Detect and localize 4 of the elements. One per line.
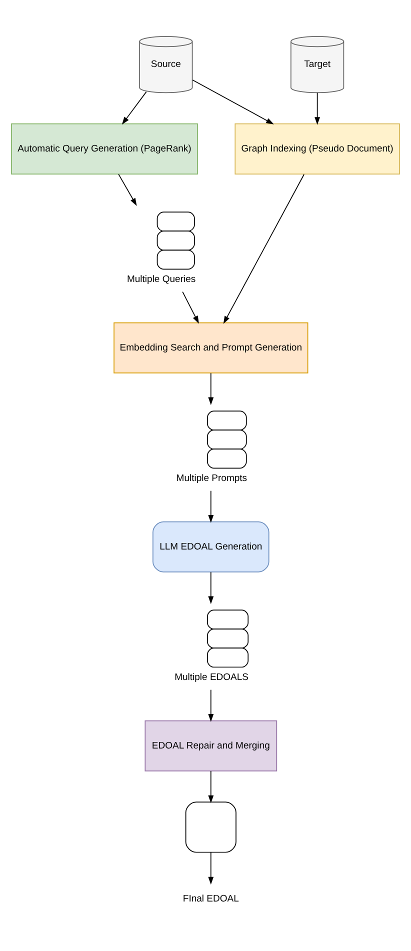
node-text: FInal EDOAL: [182, 893, 239, 904]
node-label: Multiple Prompts: [176, 472, 248, 484]
node-label: Multiple EDOALS: [174, 672, 248, 683]
node-label: Multiple Queries: [126, 274, 196, 285]
